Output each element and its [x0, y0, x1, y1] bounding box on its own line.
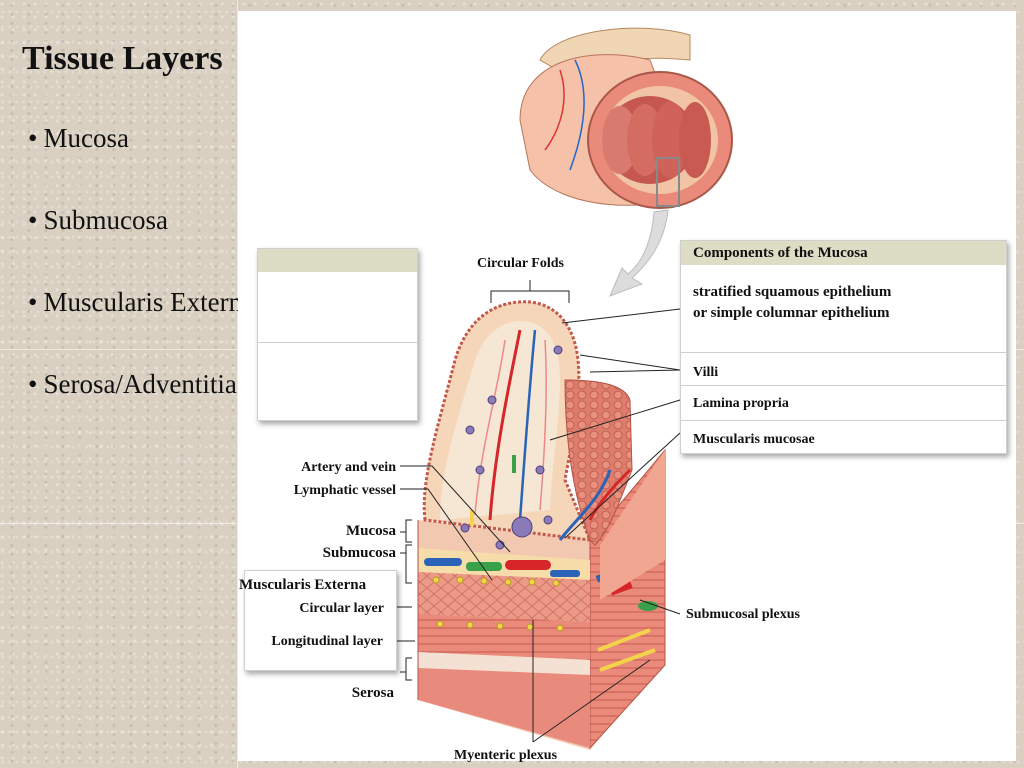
- components-row-muscularis-mucosae: Muscularis mucosae: [681, 420, 1006, 452]
- blank-box-row: [258, 272, 417, 342]
- intestine-overview: [519, 27, 733, 209]
- label-circular-layer: Circular layer: [299, 601, 384, 616]
- components-row-epithelium: stratified squamous epithelium or simple…: [681, 265, 1006, 352]
- bullet-item: •Serosa/Adventitia: [28, 369, 237, 399]
- components-row-lamina-propria: Lamina propria: [681, 385, 1006, 420]
- mucosa-fold: [422, 300, 665, 600]
- zoom-arrow-icon: [609, 209, 669, 297]
- label-longitudinal-layer: Longitudinal layer: [271, 634, 383, 649]
- label-mucosa: Mucosa: [346, 523, 396, 539]
- label-circular-folds: Circular Folds: [477, 256, 564, 271]
- slide-title: Tissue Layers: [22, 40, 223, 77]
- blank-box-header: [258, 249, 417, 272]
- label-submucosal-plexus: Submucosal plexus: [686, 607, 800, 622]
- bullet-item: •Muscularis Externa: [28, 287, 255, 317]
- label-submucosa: Submucosa: [322, 545, 396, 561]
- components-row-text: Muscularis mucosae: [693, 432, 815, 447]
- components-row-text: Lamina propria: [693, 396, 789, 411]
- bullet-item: •Submucosa: [28, 205, 168, 235]
- components-box-header: Components of the Mucosa: [681, 241, 1006, 265]
- circular-muscle-layer: [418, 572, 590, 622]
- label-lymphatic-vessel: Lymphatic vessel: [293, 483, 396, 498]
- submucosa-layer: [418, 548, 590, 580]
- label-muscularis-externa: Muscularis Externa: [239, 577, 367, 593]
- longitudinal-muscle-layer: [418, 614, 590, 660]
- bullet-dot-icon: •: [28, 205, 38, 235]
- label-serosa: Serosa: [351, 685, 394, 701]
- components-of-mucosa-box: Components of the Mucosa stratified squa…: [680, 240, 1007, 454]
- blank-box-row: [258, 342, 417, 418]
- components-row-text: Villi: [693, 365, 719, 380]
- leader-lines: [386, 308, 681, 743]
- bullet-dot-icon: •: [28, 287, 38, 317]
- label-artery-vein: Artery and vein: [301, 460, 396, 475]
- background-tile-line: [237, 0, 238, 768]
- circular-folds-bracket: [490, 280, 570, 303]
- blank-callout-box-top: [257, 248, 418, 421]
- bullet-item: •Mucosa: [28, 123, 129, 153]
- bullet-dot-icon: •: [28, 123, 38, 153]
- components-box-title: Components of the Mucosa: [693, 245, 868, 261]
- bullet-list: •Mucosa •Submucosa •Muscularis Externa •…: [28, 118, 254, 446]
- muscularis-callout-box: [244, 570, 397, 671]
- components-row-text: stratified squamous epithelium or simple…: [693, 284, 892, 321]
- components-row-villi: Villi: [681, 352, 1006, 385]
- bullet-dot-icon: •: [28, 369, 38, 399]
- serosa-layer: [418, 652, 590, 675]
- label-myenteric-plexus: Myenteric plexus: [454, 748, 558, 763]
